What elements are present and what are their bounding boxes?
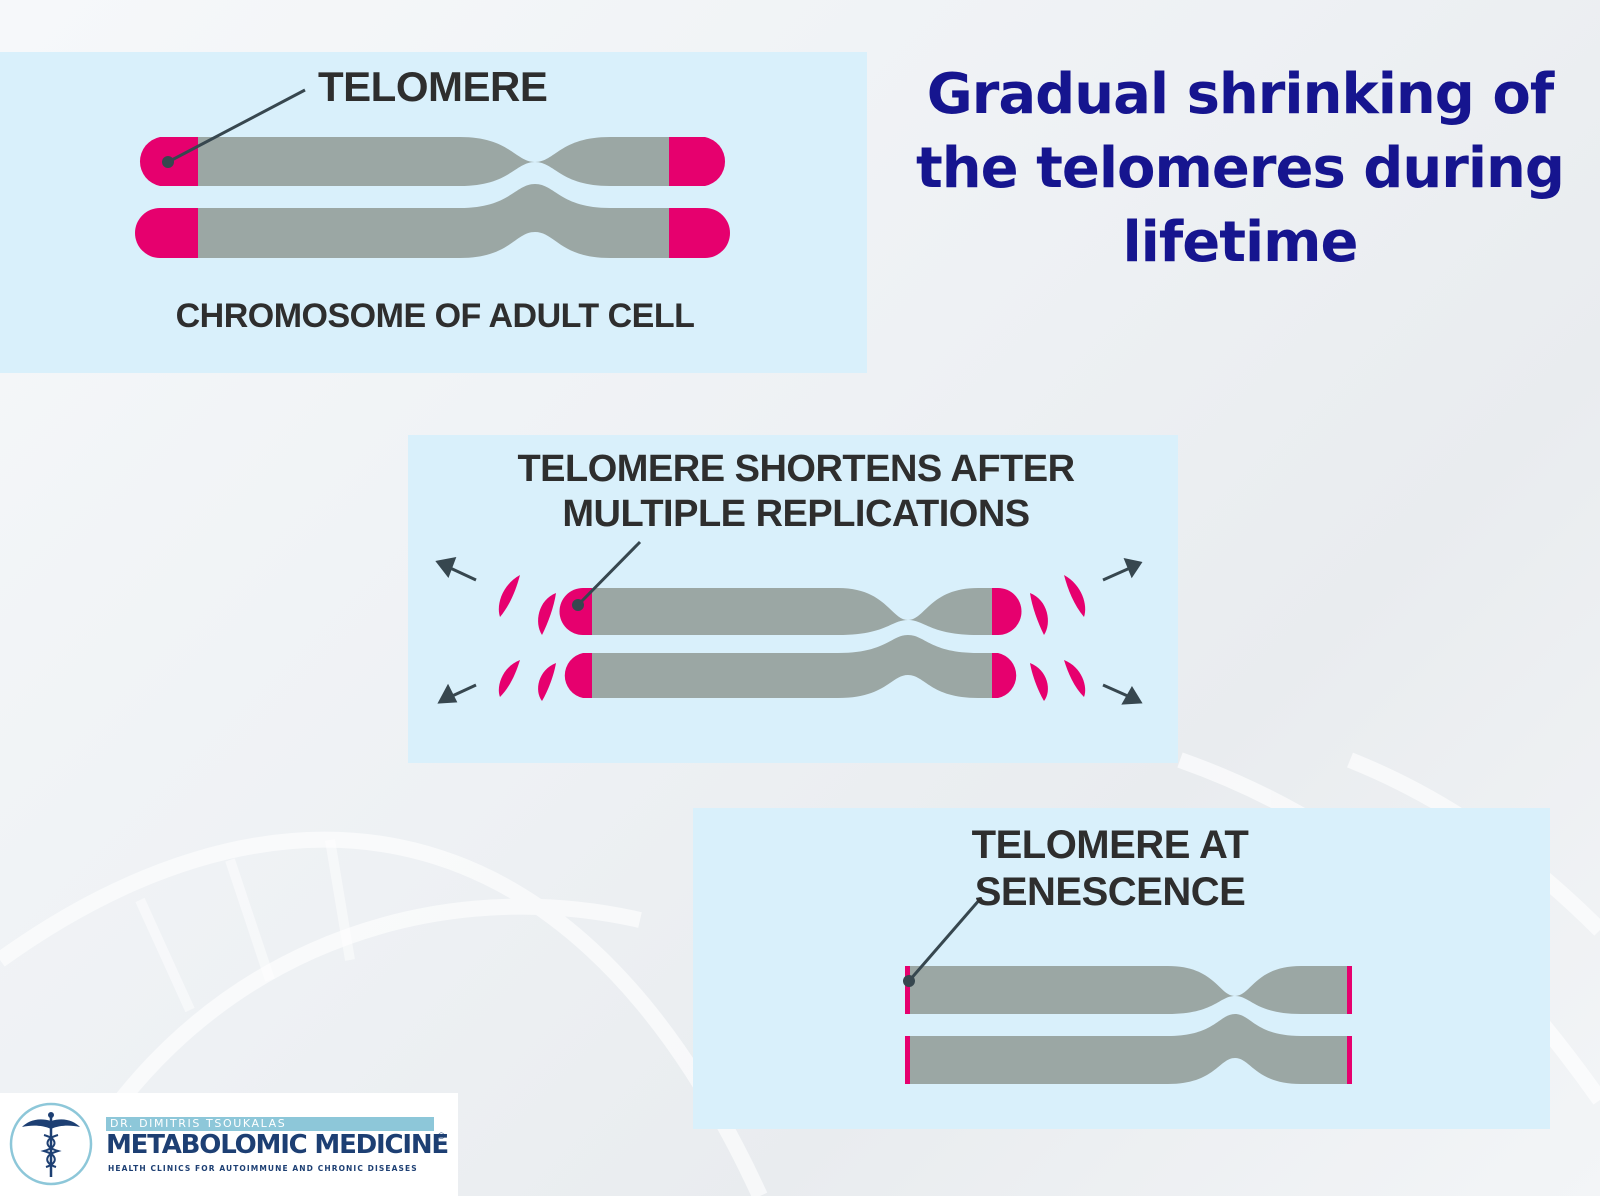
shortening-chromosome <box>559 588 1022 698</box>
shortening-chromosome-diagram <box>435 540 1143 705</box>
clinic-logo: DR. DIMITRIS TSOUKALAS METABOLOMIC MEDIC… <box>0 1093 458 1196</box>
telomere-top-right <box>1347 966 1352 1014</box>
telomere-pointer-line <box>907 897 983 982</box>
telomere-bottom-right <box>992 653 1017 698</box>
senescence-chromosome-diagram <box>903 897 1352 1084</box>
adult-chromosome <box>135 137 730 258</box>
telomere-pointer-line <box>167 88 306 164</box>
telomere-pointer-line <box>576 540 642 607</box>
caduceus-icon <box>9 1102 93 1186</box>
telomere-fragments <box>498 575 1086 701</box>
telomere-bottom-right <box>669 208 730 258</box>
slide-title: Gradual shrinking of the telomeres durin… <box>915 62 1565 275</box>
logo-tagline: HEALTH CLINICS FOR AUTOIMMUNE AND CHRONI… <box>108 1164 418 1173</box>
adult-chromosome-diagram <box>135 88 730 258</box>
registered-mark: ® <box>438 1131 445 1141</box>
senescence-telomere-panel: TELOMERE AT SENESCENCE <box>693 808 1550 1129</box>
telomere-bottom-right <box>1347 1036 1352 1084</box>
adult-chromosome-panel: TELOMERE CHROMOSOME OF ADULT CELL <box>0 52 867 373</box>
telomere-pointer-dot <box>162 156 174 168</box>
telomere-top-left <box>905 966 910 1014</box>
arrow-icon <box>435 557 1143 705</box>
telomere-pointer-dot <box>572 599 584 611</box>
adult-cell-caption: CHROMOSOME OF ADULT CELL <box>175 297 695 335</box>
logo-name: METABOLOMIC MEDICINE <box>106 1130 449 1160</box>
telomere-pointer-dot <box>903 975 915 987</box>
senescence-caption: TELOMERE AT SENESCENCE <box>971 823 1249 915</box>
telomere-top-right <box>669 137 726 186</box>
telomere-bottom-left <box>135 208 198 258</box>
shortening-telomere-panel: TELOMERE SHORTENS AFTER MULTIPLE REPLICA… <box>408 435 1178 763</box>
telomere-bottom-left <box>564 653 592 698</box>
senescence-chromosome <box>905 966 1352 1084</box>
telomere-bottom-left <box>905 1036 910 1084</box>
logo-subtitle: DR. DIMITRIS TSOUKALAS <box>106 1117 434 1131</box>
shortens-caption: TELOMERE SHORTENS AFTER MULTIPLE REPLICA… <box>517 448 1075 535</box>
telomere-top-right <box>992 588 1022 635</box>
telomere-label: TELOMERE <box>318 63 548 110</box>
